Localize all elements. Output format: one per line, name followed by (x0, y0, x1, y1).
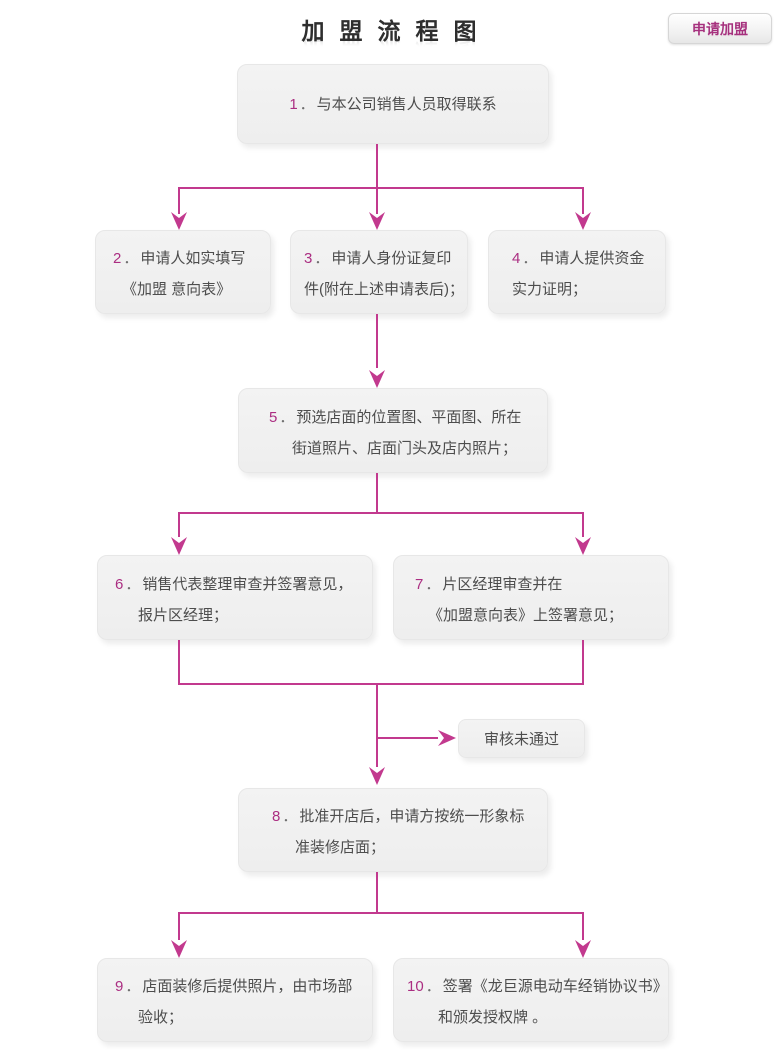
step-line: 件(附在上述申请表后)； (304, 281, 464, 298)
step-line: 9．店面装修后提供照片，由市场部 (115, 971, 366, 1002)
connector-line (178, 187, 180, 214)
step-line: 实力证明； (512, 281, 588, 298)
step-number: 5 (269, 409, 278, 426)
connector-line (178, 683, 584, 685)
step-text: 片区经理审查并在 (442, 576, 563, 593)
step-text: 预选店面的位置图、平面图、所在 (296, 409, 522, 426)
step-text: 签署《龙巨源电动车经销协议书》 (442, 978, 668, 995)
step-box-10: 10．签署《龙巨源电动车经销协议书》 和颁发授权牌 。 (393, 958, 669, 1042)
step-line: 《加盟意向表》上签署意见； (428, 607, 624, 624)
step-box-3: 3．申请人身份证复印 件(附在上述申请表后)； (290, 230, 468, 314)
connector-line (582, 187, 584, 214)
step-number: 3 (304, 250, 313, 267)
step-line: 报片区经理； (138, 607, 229, 624)
step-line: 6．销售代表整理审查并签署意见， (115, 569, 366, 600)
connector-line (376, 314, 378, 368)
connector-line (376, 187, 378, 214)
arrow-down-icon (369, 370, 385, 388)
connector-line (376, 872, 378, 914)
step-number: 4 (512, 250, 521, 267)
step-number: 6 (115, 576, 124, 593)
arrow-down-icon (575, 537, 591, 555)
step-line: 准装修店面； (295, 839, 386, 856)
step-separator: ． (125, 576, 141, 593)
step-separator: ． (279, 409, 295, 426)
step-line: 街道照片、店面门头及店内照片； (292, 440, 518, 457)
step-line: 8．批准开店后，申请方按统一形象标 (272, 801, 539, 832)
step-text: 申请人提供资金 (539, 250, 645, 267)
step-box-7: 7．片区经理审查并在 《加盟意向表》上签署意见； (393, 555, 669, 640)
connector-line (376, 144, 378, 189)
arrow-down-icon (575, 212, 591, 230)
step-separator: ． (425, 576, 441, 593)
connector-line (582, 640, 584, 685)
step-line: 《加盟 意向表》 (122, 281, 232, 298)
step-number: 7 (415, 576, 424, 593)
step-box-9: 9．店面装修后提供照片，由市场部 验收； (97, 958, 373, 1042)
step-line: 1．与本公司销售人员取得联系 (289, 89, 496, 120)
step-line: 7．片区经理审查并在 (415, 569, 662, 600)
step-line: 10．签署《龙巨源电动车经销协议书》 (407, 971, 668, 1002)
step-box-8: 8．批准开店后，申请方按统一形象标 准装修店面； (238, 788, 548, 872)
step-separator: ． (299, 95, 315, 113)
step-number: 8 (272, 808, 281, 825)
step-line: 和颁发授权牌 。 (438, 1009, 548, 1026)
step-text: 店面装修后提供照片，由市场部 (142, 978, 353, 995)
arrow-down-icon (171, 212, 187, 230)
step-line: 4．申请人提供资金 (512, 243, 659, 274)
arrow-down-icon (171, 940, 187, 958)
connector-line (178, 512, 584, 514)
connector-line (178, 512, 180, 537)
step-box-2: 2．申请人如实填写 《加盟 意向表》 (95, 230, 271, 314)
arrow-down-icon (369, 767, 385, 785)
arrow-down-icon (369, 212, 385, 230)
step-number: 9 (115, 978, 124, 995)
step-separator: ． (123, 250, 139, 267)
apply-franchise-button-label: 申请加盟 (692, 21, 748, 37)
step-line: 5．预选店面的位置图、平面图、所在 (269, 402, 539, 433)
connector-line (582, 912, 584, 940)
arrow-right-icon (438, 730, 456, 746)
step-text: 申请人如实填写 (140, 250, 246, 267)
step-text: 与本公司销售人员取得联系 (316, 95, 497, 113)
step-box-5: 5．预选店面的位置图、平面图、所在 街道照片、店面门头及店内照片； (238, 388, 548, 473)
connector-line (178, 187, 584, 189)
step-separator: ． (425, 978, 441, 995)
step-number: 10 (407, 978, 424, 995)
step-separator: ． (125, 978, 141, 995)
step-box-1: 1．与本公司销售人员取得联系 (237, 64, 549, 144)
step-box-6: 6．销售代表整理审查并签署意见， 报片区经理； (97, 555, 373, 640)
connector-line (582, 512, 584, 537)
page-title: 加盟流程图 (301, 18, 492, 44)
step-box-4: 4．申请人提供资金 实力证明； (488, 230, 666, 314)
step-separator: ． (282, 808, 298, 825)
step-text: 批准开店后，申请方按统一形象标 (299, 808, 525, 825)
arrow-down-icon (575, 940, 591, 958)
arrow-down-icon (171, 537, 187, 555)
page-header: 加盟流程图 (0, 12, 778, 46)
connector-line (378, 737, 438, 739)
step-number: 2 (113, 250, 122, 267)
connector-line (376, 683, 378, 767)
step-line: 验收； (138, 1009, 184, 1026)
connector-line (178, 912, 584, 914)
step-text: 申请人身份证复印 (331, 250, 452, 267)
step-separator: ． (522, 250, 538, 267)
reject-label: 审核未通过 (483, 731, 559, 748)
reject-box: 审核未通过 (458, 719, 585, 758)
connector-line (178, 912, 180, 940)
step-text: 销售代表整理审查并签署意见， (142, 576, 353, 593)
step-number: 1 (289, 95, 298, 113)
connector-line (376, 473, 378, 514)
connector-line (178, 640, 180, 685)
step-separator: ． (314, 250, 330, 267)
apply-franchise-button[interactable]: 申请加盟 (668, 13, 772, 44)
step-line: 3．申请人身份证复印 (304, 243, 461, 274)
step-line: 2．申请人如实填写 (113, 243, 262, 274)
